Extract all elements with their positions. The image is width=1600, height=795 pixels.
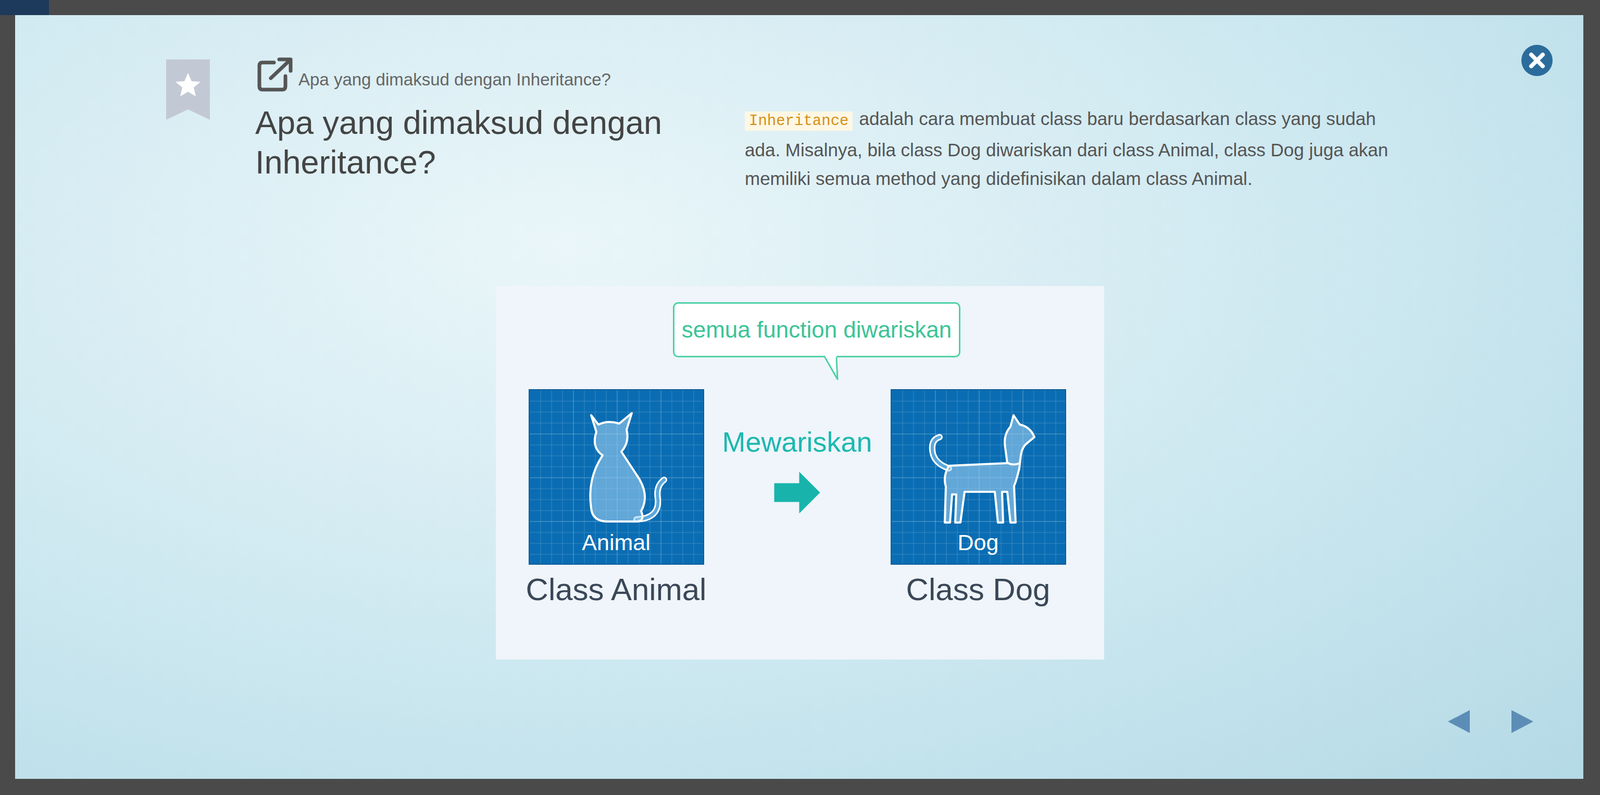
description-paragraph: Inheritanceadalah cara membuat class bar… [744, 104, 1396, 193]
app-corner [0, 0, 49, 16]
breadcrumb-text: Apa yang dimaksud dengan Inheritance? [298, 69, 611, 90]
close-button [1520, 43, 1554, 78]
box-label: Animal [529, 529, 704, 556]
inheritance-arrow [774, 471, 821, 514]
box-label: Dog [891, 529, 1066, 556]
speech-bubble: semua function diwariskan [672, 302, 961, 358]
class-heading: Class Animal [509, 569, 723, 610]
bubble-tail-outline [825, 357, 838, 380]
bubble-text: semua function diwariskan [681, 315, 952, 345]
class-blueprint-box: Dog [890, 389, 1067, 565]
illustration-panel: semua function diwariskanAnimalClass Ani… [495, 285, 1105, 660]
code-badge: Inheritance [744, 111, 853, 131]
slide-title: Apa yang dimaksud dengan Inheritance? [255, 102, 714, 182]
edge-label: Mewariskan [721, 425, 872, 459]
bookmark-icon [166, 59, 210, 120]
bubble-tail-fill [825, 355, 838, 380]
class-blueprint-box: Animal [528, 389, 705, 565]
class-node: AnimalClass Animal [509, 389, 723, 610]
navigation-arrows [1445, 708, 1535, 735]
external-link-icon [256, 56, 294, 92]
class-node: DogClass Dog [871, 389, 1085, 610]
bubble-tail [825, 355, 846, 381]
class-heading: Class Dog [871, 569, 1085, 610]
